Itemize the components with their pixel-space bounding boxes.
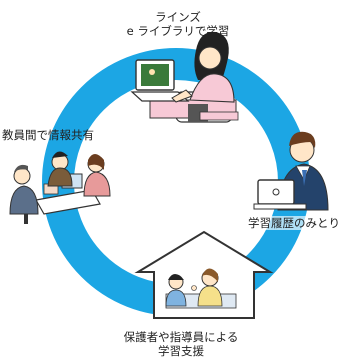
label-learning-history-review: 学習履歴のみとり bbox=[248, 216, 340, 230]
label-line: ラインズ bbox=[155, 10, 201, 24]
teacher-laptop-illustration bbox=[253, 131, 329, 211]
label-line: 学習履歴のみとり bbox=[248, 216, 340, 230]
label-guardian-support: 保護者や指導員による 学習支援 bbox=[96, 330, 266, 358]
student-laptop-illustration bbox=[130, 31, 239, 123]
label-line: e ライブラリで学習 bbox=[126, 24, 230, 38]
teachers-meeting-illustration bbox=[9, 151, 111, 224]
home-support-illustration bbox=[134, 230, 274, 319]
label-line: 学習支援 bbox=[158, 344, 204, 358]
label-elibrary-learning: ラインズ e ライブラリで学習 bbox=[108, 10, 248, 38]
label-teacher-info-sharing: 教員間で情報共有 bbox=[2, 128, 94, 142]
label-line: 教員間で情報共有 bbox=[2, 128, 94, 142]
label-line: 保護者や指導員による bbox=[123, 330, 239, 344]
